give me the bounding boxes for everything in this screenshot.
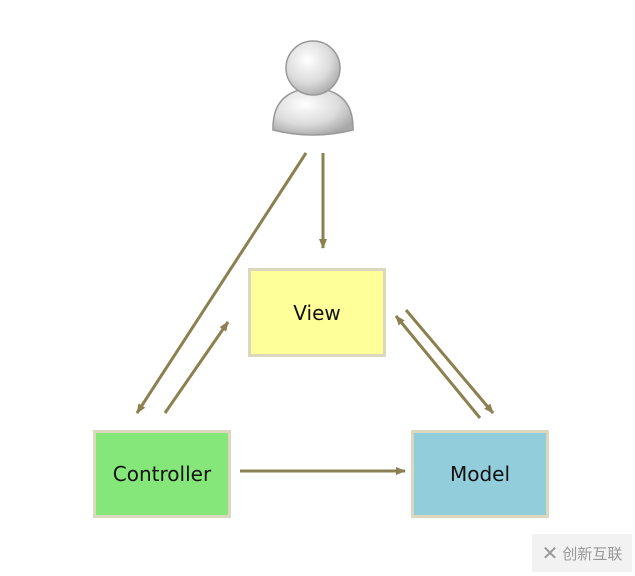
model-label: Model bbox=[449, 462, 511, 486]
arrow-controller-to-view bbox=[163, 321, 230, 414]
view-label: View bbox=[293, 300, 341, 325]
model-node: Model bbox=[411, 430, 549, 518]
user-icon bbox=[272, 40, 354, 136]
arrow-model-to-view bbox=[394, 315, 482, 419]
arrow-view-to-model bbox=[404, 309, 495, 414]
watermark-logo: ✕ 创新互联 bbox=[532, 534, 632, 572]
controller-node: Controller bbox=[93, 430, 231, 518]
watermark-text: 创新互联 bbox=[562, 544, 623, 563]
arrow-user-to-controller bbox=[135, 152, 308, 414]
controller-label: Controller bbox=[112, 462, 212, 486]
view-node: View bbox=[248, 268, 386, 357]
logo-icon: ✕ bbox=[541, 541, 559, 565]
